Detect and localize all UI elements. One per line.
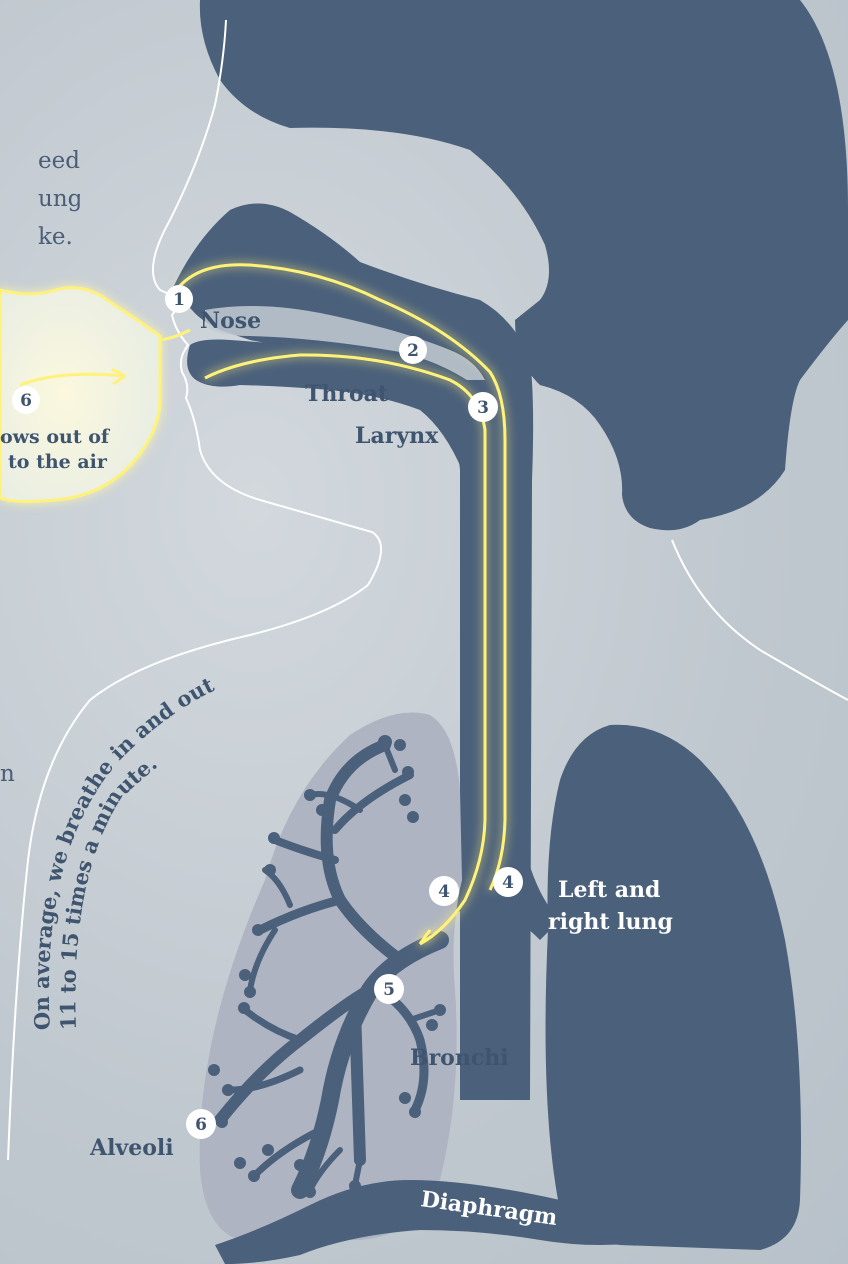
label-throat: Throat [305,381,389,407]
label-exhale-1: ows out of [0,426,111,448]
svg-text:3: 3 [477,398,489,418]
step-badge-throat: 2 [399,336,427,364]
label-lung-2: right lung [548,909,673,935]
step-badge-exhale: 6 [12,386,40,414]
step-badge-lung-left: 4 [429,876,459,906]
label-larynx: Larynx [355,423,439,449]
note-line-2: 11 to 15 times a minute. [55,750,161,1030]
label-nose: Nose [200,308,261,334]
svg-text:1: 1 [173,290,185,310]
svg-text:2: 2 [407,341,419,361]
step-badge-bronchi: 5 [374,974,404,1004]
step-badge-larynx: 3 [468,392,498,422]
svg-text:4: 4 [438,882,450,902]
label-alveoli: Alveoli [89,1135,174,1161]
label-lung-1: Left and [558,877,660,903]
svg-text:6: 6 [195,1115,207,1135]
step-badge-alveoli: 6 [186,1109,216,1139]
label-exhale-2: to the air [8,451,108,473]
svg-text:5: 5 [383,980,395,1000]
step-badge-lung-right: 4 [493,867,523,897]
svg-text:6: 6 [20,391,32,411]
step-badge-nose: 1 [165,285,193,313]
svg-text:4: 4 [502,873,514,893]
label-diaphragm: Diaphragm [419,1186,559,1231]
label-bronchi: Bronchi [410,1045,509,1071]
